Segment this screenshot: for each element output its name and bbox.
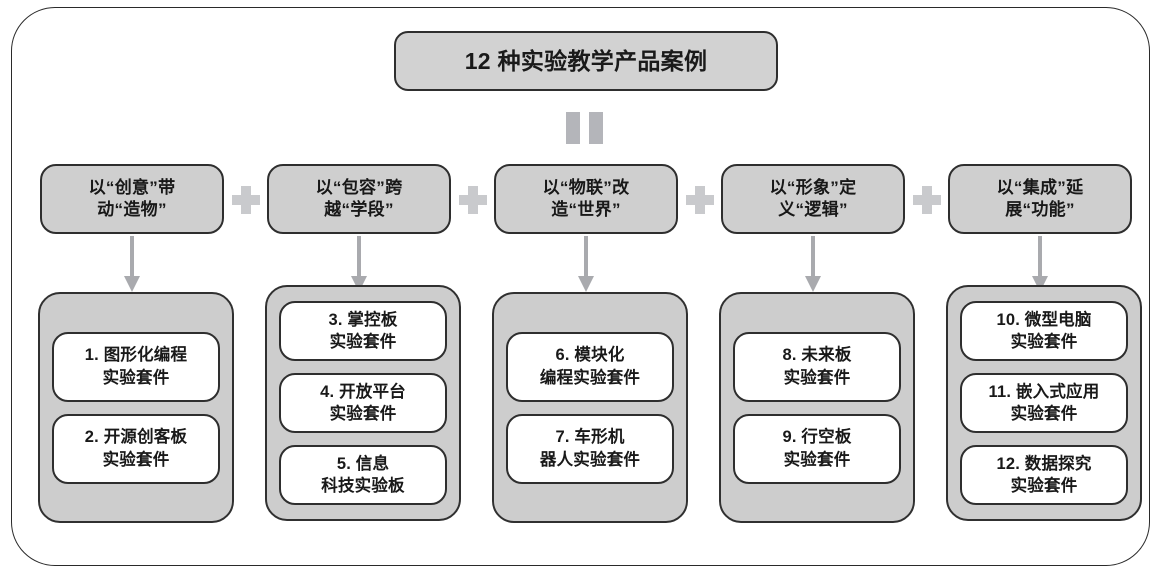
product-card-4[interactable]: 4. 开放平台实验套件 xyxy=(279,373,447,433)
header-label-5: 以“集成”延展“功能” xyxy=(996,177,1084,219)
product-card-8[interactable]: 8. 未来板实验套件 xyxy=(733,331,901,402)
product-card-5[interactable]: 5. 信息科技实验板 xyxy=(279,445,447,505)
equals-bar-right xyxy=(589,112,603,144)
outer-frame xyxy=(11,7,1150,566)
product-card-label-7: 7. 车形机器人实验套件 xyxy=(539,428,641,469)
header-box-4[interactable]: 以“形象”定义“逻辑” xyxy=(721,164,905,234)
arrow-down-1 xyxy=(124,236,140,294)
product-group-2: 3. 掌控板实验套件 4. 开放平台实验套件 5. 信息科技实验板 xyxy=(265,285,461,521)
plus-icon-4 xyxy=(913,186,941,214)
plus-icon-1 xyxy=(232,186,260,214)
header-box-3[interactable]: 以“物联”改造“世界” xyxy=(494,164,678,234)
product-card-10[interactable]: 10. 微型电脑实验套件 xyxy=(960,301,1128,361)
plus-icon-2 xyxy=(459,186,487,214)
title-to-row-connector xyxy=(566,112,603,144)
product-card-label-8: 8. 未来板实验套件 xyxy=(782,346,852,387)
product-card-label-10: 10. 微型电脑实验套件 xyxy=(996,310,1092,351)
product-card-label-3: 3. 掌控板实验套件 xyxy=(328,310,398,351)
header-label-4: 以“形象”定义“逻辑” xyxy=(769,177,857,219)
product-card-9[interactable]: 9. 行空板实验套件 xyxy=(733,413,901,484)
product-card-2[interactable]: 2. 开源创客板实验套件 xyxy=(52,413,220,484)
product-card-label-12: 12. 数据探究实验套件 xyxy=(996,454,1092,495)
header-box-5[interactable]: 以“集成”延展“功能” xyxy=(948,164,1132,234)
header-label-3: 以“物联”改造“世界” xyxy=(542,177,630,219)
product-group-4: 8. 未来板实验套件 9. 行空板实验套件 xyxy=(719,292,915,523)
arrow-down-3 xyxy=(578,236,594,294)
header-label-2: 以“包容”跨越“学段” xyxy=(315,177,403,219)
header-box-2[interactable]: 以“包容”跨越“学段” xyxy=(267,164,451,234)
header-label-1: 以“创意”带动“造物” xyxy=(88,177,176,219)
product-card-11[interactable]: 11. 嵌入式应用实验套件 xyxy=(960,373,1128,433)
product-card-label-4: 4. 开放平台实验套件 xyxy=(320,382,406,423)
product-card-label-11: 11. 嵌入式应用实验套件 xyxy=(988,382,1100,423)
product-card-label-9: 9. 行空板实验套件 xyxy=(782,428,852,469)
product-card-label-2: 2. 开源创客板实验套件 xyxy=(84,428,188,469)
product-card-6[interactable]: 6. 模块化编程实验套件 xyxy=(506,331,674,402)
product-card-label-6: 6. 模块化编程实验套件 xyxy=(539,346,641,387)
arrow-down-4 xyxy=(805,236,821,294)
page-title: 12 种实验教学产品案例 xyxy=(464,47,708,74)
product-group-3: 6. 模块化编程实验套件 7. 车形机器人实验套件 xyxy=(492,292,688,523)
product-card-12[interactable]: 12. 数据探究实验套件 xyxy=(960,445,1128,505)
equals-bar-left xyxy=(566,112,580,144)
plus-icon-3 xyxy=(686,186,714,214)
product-card-1[interactable]: 1. 图形化编程实验套件 xyxy=(52,331,220,402)
product-group-5: 10. 微型电脑实验套件 11. 嵌入式应用实验套件 12. 数据探究实验套件 xyxy=(946,285,1142,521)
product-card-7[interactable]: 7. 车形机器人实验套件 xyxy=(506,413,674,484)
product-card-3[interactable]: 3. 掌控板实验套件 xyxy=(279,301,447,361)
product-card-label-1: 1. 图形化编程实验套件 xyxy=(84,346,188,387)
header-box-1[interactable]: 以“创意”带动“造物” xyxy=(40,164,224,234)
diagram-title-box: 12 种实验教学产品案例 xyxy=(394,31,778,91)
product-card-label-5: 5. 信息科技实验板 xyxy=(321,454,405,495)
product-group-1: 1. 图形化编程实验套件 2. 开源创客板实验套件 xyxy=(38,292,234,523)
